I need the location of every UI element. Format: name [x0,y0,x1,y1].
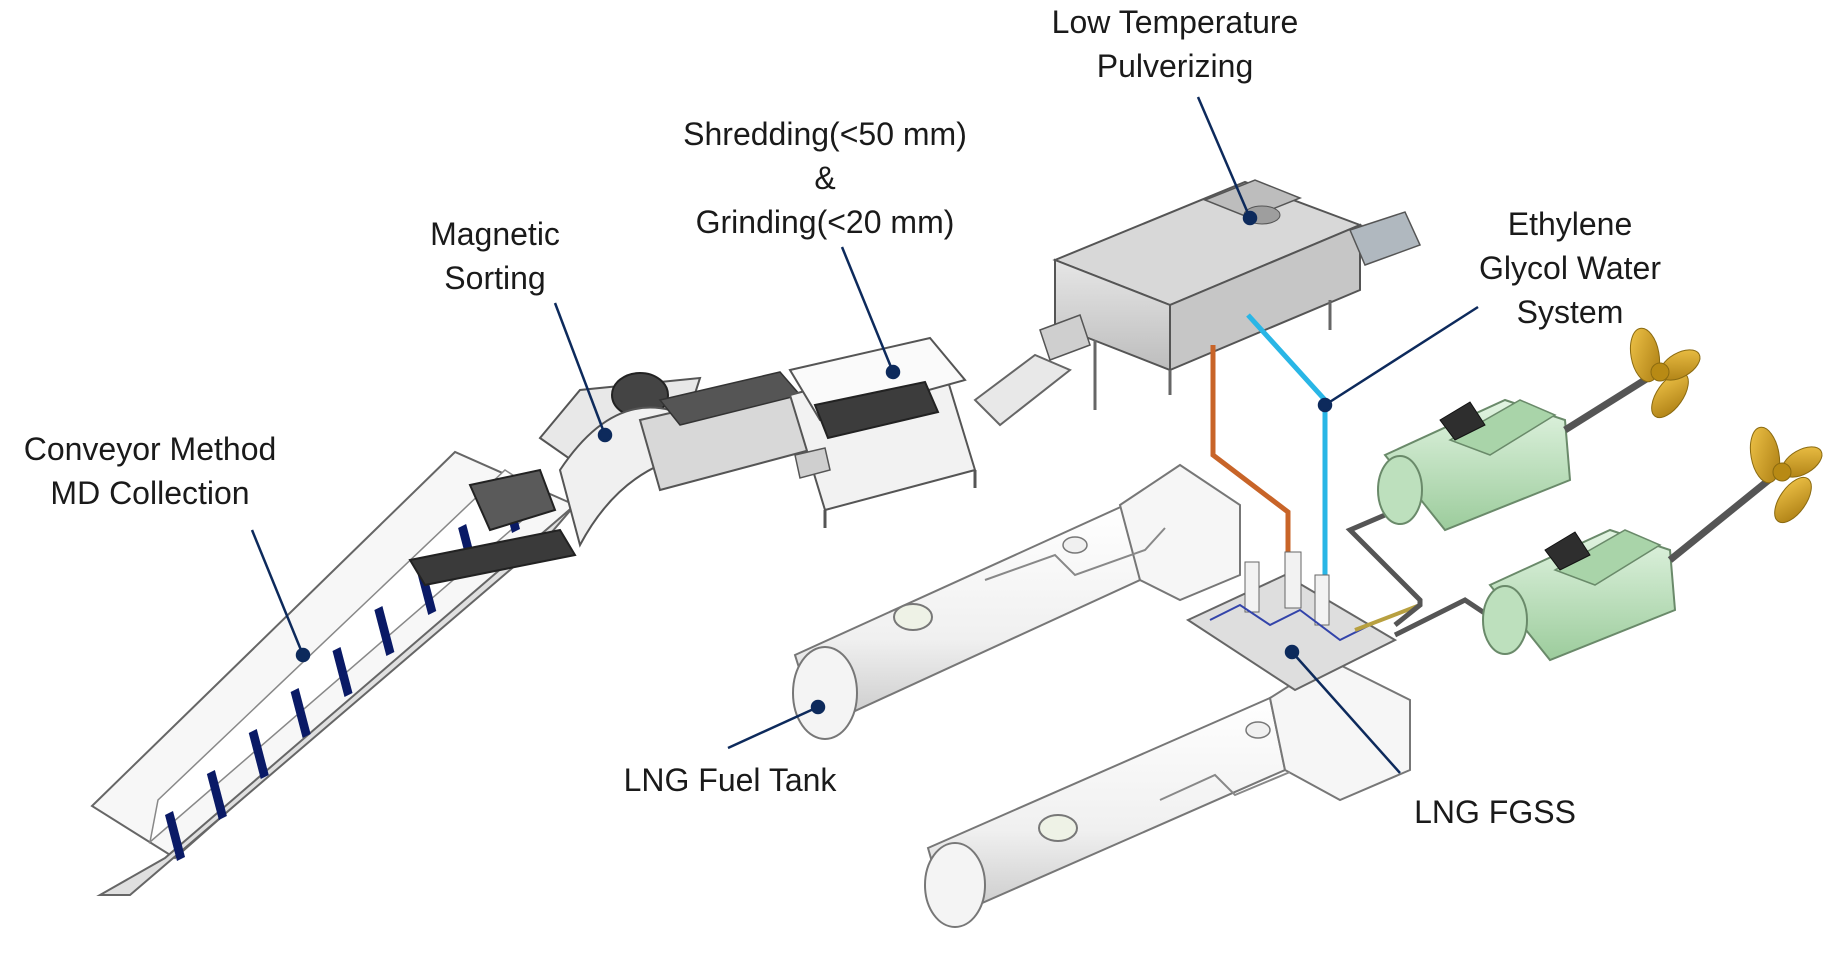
leader-conveyor-dot [295,647,311,663]
label-line: Shredding(<50 mm) [683,116,967,152]
label-line: LNG FGSS [1414,794,1576,830]
conveyor-slat [332,647,353,697]
shredder-grinder [788,336,977,528]
engine-lower-head [1553,529,1662,586]
label-line: Low Temperature [1051,4,1299,40]
tank-upper-port [1062,536,1088,554]
tank-upper-coldbox [1118,463,1241,602]
label-line: Grinding(<20 mm) [695,204,955,240]
leader-fgss-dot [1284,644,1300,660]
propeller-upper [1629,327,1701,419]
label-line: Sorting [444,260,546,296]
conveyor-md-collection [90,450,577,896]
fgss-vessel [1314,574,1330,626]
leader-fuel-tank [727,705,819,750]
lng-fuel-tank-lower [924,658,1411,928]
fgss-vessel [1244,561,1260,613]
pulverizer-outlet-grate [1348,211,1422,266]
conveyor-head-pulley [408,528,577,587]
conveyor-head-roller [468,468,557,532]
leader-fuel-tank-dot [810,699,826,715]
leader-pulverizing-dot [1242,210,1258,226]
engine-upper-flywheel [1377,455,1423,525]
engine-lower [1482,472,1778,662]
tank-lower-piping [1159,771,1291,801]
leader-pulverizing [1196,96,1252,219]
label-lng-fgss: LNG FGSS [1390,790,1600,834]
propeller-lower-blade [1774,476,1812,524]
propeller-lower-hub [1772,462,1792,482]
conveyor-slat [165,811,185,861]
leader-shredding [840,246,895,373]
conveyor-slat [374,606,395,656]
leader-lines [250,96,1479,774]
lng-fuel-tank-upper [792,463,1241,740]
shredder-cutter [813,380,940,440]
propeller-shaft-lower [1667,472,1778,563]
low-temperature-pulverizer [1039,179,1422,410]
leader-glycol-dot [1317,397,1333,413]
label-lng-fuel-tank: LNG Fuel Tank [590,758,870,802]
label-shredding-grinding: Shredding(<50 mm) & Grinding(<20 mm) [650,112,1000,244]
label-line: Magnetic [430,216,560,252]
leader-magnetic-dot [597,427,613,443]
propeller-shaft-upper [1563,375,1650,433]
conveyor-slat [248,729,269,779]
fgss-outlet-pipe [1354,603,1421,632]
label-line: System [1516,294,1624,330]
label-line: Glycol Water [1479,250,1661,286]
engine-lower-flywheel [1482,585,1528,655]
engine-upper-head [1448,399,1557,456]
feed-conveyor [973,353,1072,427]
tank-lower-end-cap [924,842,986,928]
leader-glycol [1324,305,1479,407]
propeller-lower-blade [1749,426,1781,484]
engine-lower-turbo [1544,531,1591,571]
propeller-upper-hub [1650,362,1670,382]
conveyor-slat [290,688,311,738]
fgss-piping [1209,603,1371,642]
magnetic-sorter [538,371,812,548]
fgss-vessel [1284,551,1302,609]
engine-supply-line-upper [1345,497,1423,627]
label-ethylene-glycol-water: Ethylene Glycol Water System [1450,202,1690,334]
tank-upper-end-cap [792,646,858,740]
label-line: Conveyor Method [23,431,277,467]
engine-upper-turbo [1439,401,1486,441]
conveyor-trough-bottom [96,504,576,896]
tank-upper-piping [984,527,1166,581]
leader-conveyor [250,529,305,656]
tank-lower-port [1245,721,1271,739]
shredder-discharge [794,447,831,479]
orange-pipe [1210,345,1291,560]
conveyor-slats [165,483,520,861]
label-line: MD Collection [50,475,250,511]
pulverizer-top-unit [1202,179,1303,219]
label-line: & [814,160,836,196]
lng-fgss-skid [1185,551,1421,692]
tank-lower-manhole [1038,814,1078,842]
pulverizer-side [1169,223,1361,372]
propeller-lower [1749,426,1823,524]
leader-fgss [1291,651,1401,774]
tank-upper-manhole [893,603,933,631]
label-line: Ethylene [1507,206,1633,242]
pulverizer-inlet [1039,314,1091,361]
label-line: Pulverizing [1096,48,1254,84]
label-low-temperature-pulverizing: Low Temperature Pulverizing [1025,0,1325,88]
label-line: LNG Fuel Tank [623,762,837,798]
leader-magnetic [553,302,607,436]
label-magnetic-sorting: Magnetic Sorting [405,212,585,300]
engine-upper [1377,375,1650,532]
conveyor-slat [206,770,227,820]
label-conveyor-method: Conveyor Method MD Collection [5,427,295,515]
leader-shredding-dot [885,364,901,380]
